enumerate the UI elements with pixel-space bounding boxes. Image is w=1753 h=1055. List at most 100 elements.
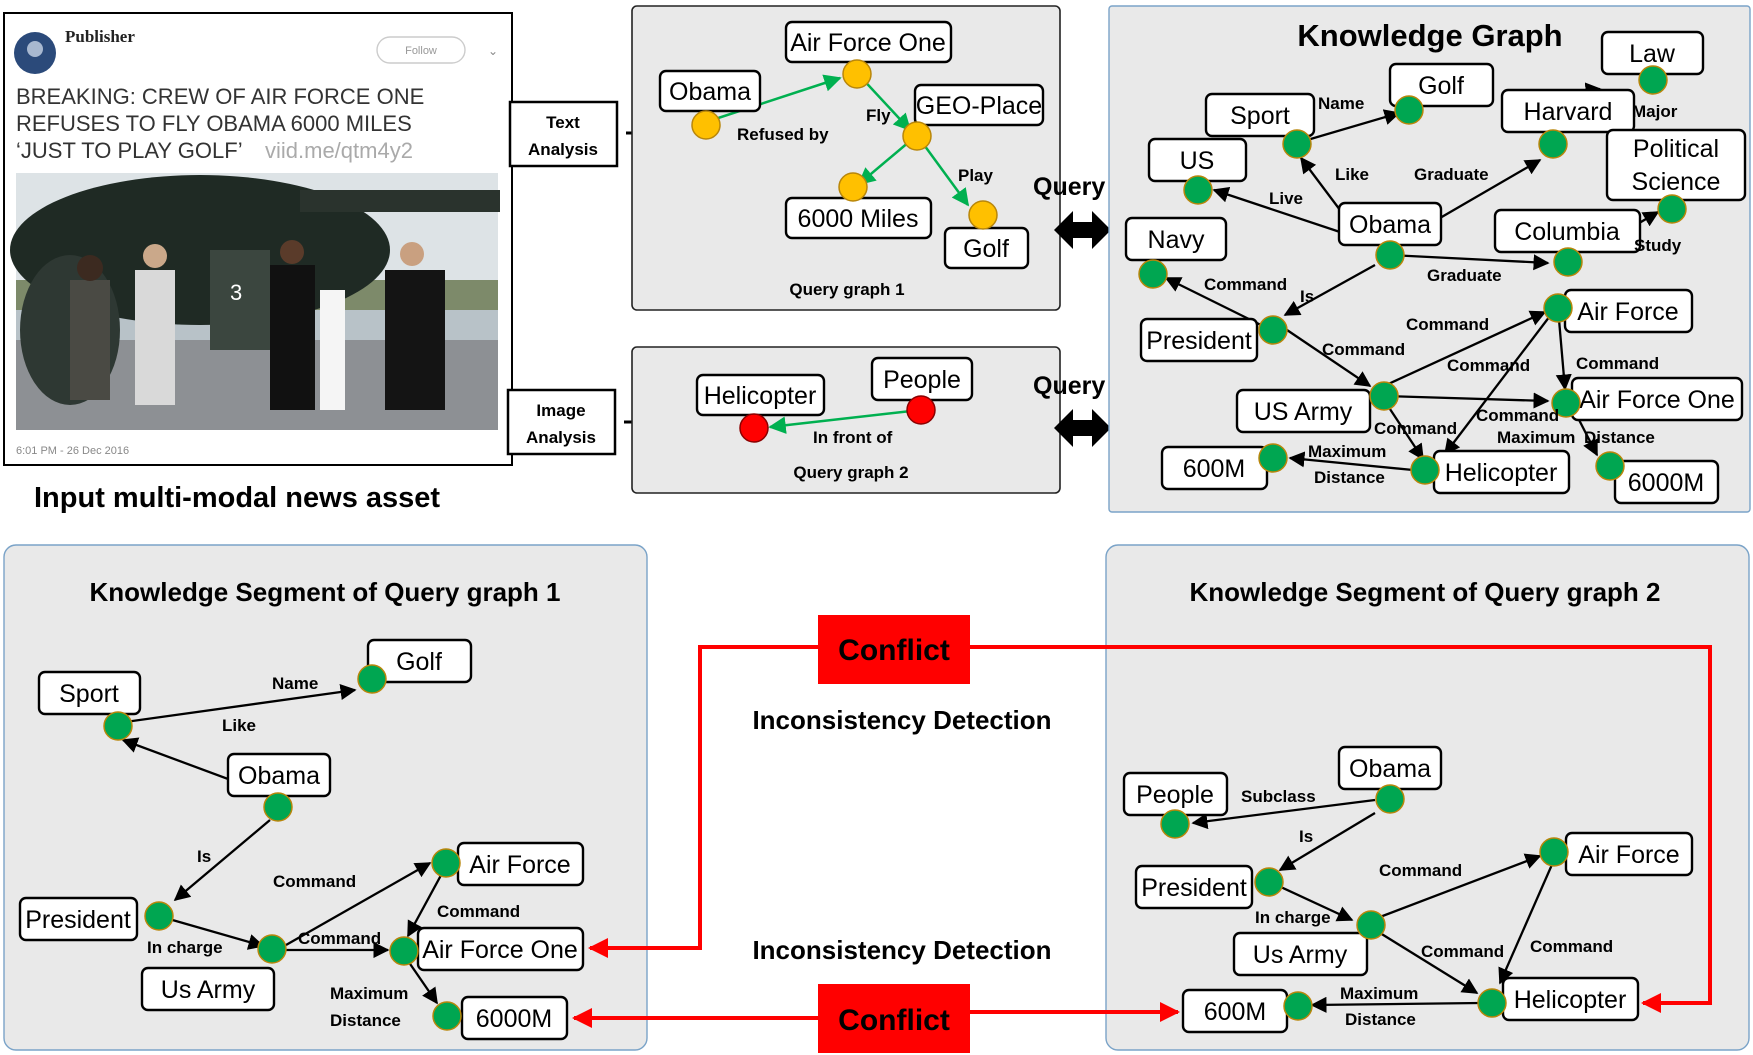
- svg-text:Golf: Golf: [963, 235, 1009, 263]
- node-kg-air-force-one: Air Force One: [1570, 376, 1744, 422]
- node-kg-sport: Sport: [1204, 92, 1316, 138]
- node-kg-600m: 600M: [1160, 445, 1269, 491]
- follow-button[interactable]: [376, 36, 466, 64]
- svg-text:Command: Command: [1374, 419, 1457, 438]
- svg-text:Obama: Obama: [1349, 211, 1431, 239]
- tweet-timestamp: 6:01 PM - 26 Dec 2016: [16, 445, 129, 457]
- svg-text:Maximum: Maximum: [1308, 442, 1386, 461]
- svg-text:Live: Live: [1269, 189, 1303, 208]
- tweet-link[interactable]: viid.me/qtm4y2: [265, 138, 413, 163]
- tweet-card: Publisher Follow ⌄ BREAKING: CREW OF AIR…: [3, 12, 513, 466]
- svg-text:Maximum: Maximum: [330, 984, 408, 1003]
- svg-text:Obama: Obama: [238, 762, 320, 790]
- chevron-down-icon[interactable]: ⌄: [488, 44, 498, 58]
- node-kg-obama: Obama: [1337, 201, 1443, 247]
- svg-text:In charge: In charge: [147, 938, 223, 957]
- svg-text:Air Force One: Air Force One: [1579, 386, 1735, 414]
- svg-text:Obama: Obama: [669, 78, 751, 106]
- svg-text:Command: Command: [1204, 275, 1287, 294]
- svg-text:Golf: Golf: [396, 648, 442, 676]
- node-seg1-golf: Golf: [366, 638, 473, 684]
- svg-text:Like: Like: [222, 716, 256, 735]
- svg-text:Name: Name: [1318, 94, 1364, 113]
- dot-helicopter: [739, 413, 769, 443]
- dots-kg: [1138, 65, 1687, 485]
- svg-text:Harvard: Harvard: [1524, 98, 1613, 126]
- svg-text:Navy: Navy: [1148, 226, 1205, 254]
- conflict-box-top: Conflict: [818, 615, 970, 684]
- node-kg-6000m: 6000M: [1613, 459, 1720, 505]
- node-seg1-us-army: Us Army: [140, 966, 276, 1012]
- dot-people: [906, 395, 936, 425]
- svg-text:Obama: Obama: [1349, 755, 1431, 783]
- knowledge-graph: Knowledge Graph Golf Law Sport Harvard U…: [1108, 5, 1751, 513]
- svg-text:Maximum: Maximum: [1497, 428, 1575, 447]
- headline-line-3: ‘JUST TO PLAY GOLF’: [16, 138, 243, 163]
- node-kg-air-force: Air Force: [1563, 288, 1694, 334]
- svg-text:6000M: 6000M: [476, 1005, 552, 1033]
- svg-text:Command: Command: [1379, 861, 1462, 880]
- node-seg2-us-army: Us Army: [1232, 931, 1369, 977]
- node-seg2-helicopter: Helicopter: [1501, 976, 1640, 1022]
- svg-text:Command: Command: [1447, 356, 1530, 375]
- knowledge-segment-2: Knowledge Segment of Query graph 2 Obama…: [1105, 544, 1750, 1051]
- edge-label-fly: Fly: [866, 106, 891, 125]
- node-obama: Obama: [658, 69, 762, 113]
- text-analysis-box: Text Analysis: [508, 100, 619, 168]
- dot-geo-place: [902, 121, 932, 151]
- svg-text:Distance: Distance: [1314, 468, 1385, 487]
- svg-text:Us Army: Us Army: [161, 976, 256, 1004]
- svg-text:Air Force One: Air Force One: [790, 29, 946, 57]
- conflict-box-bottom: Conflict: [818, 984, 970, 1053]
- svg-text:Command: Command: [1406, 315, 1489, 334]
- node-people: People: [870, 356, 974, 402]
- edge-label-in-front-of: In front of: [813, 428, 893, 447]
- node-kg-us-army: US Army: [1235, 388, 1372, 434]
- tweet-photo: 3: [10, 173, 500, 430]
- node-kg-law: Law: [1600, 30, 1705, 76]
- node-kg-golf: Golf: [1388, 62, 1495, 108]
- query-graph-1-title: Query graph 1: [789, 280, 904, 299]
- input-caption: Input multi-modal news asset: [34, 482, 440, 514]
- node-seg2-obama: Obama: [1337, 745, 1443, 791]
- svg-text:Major: Major: [1632, 102, 1678, 121]
- node-geo-place: GEO-Place: [913, 83, 1045, 127]
- svg-text:Command: Command: [273, 872, 356, 891]
- svg-text:Distance: Distance: [1345, 1010, 1416, 1029]
- svg-text:Air Force: Air Force: [469, 851, 570, 879]
- node-seg2-people: People: [1122, 771, 1229, 817]
- svg-text:US: US: [1180, 147, 1215, 175]
- svg-text:Graduate: Graduate: [1414, 165, 1489, 184]
- svg-text:600M: 600M: [1183, 455, 1246, 483]
- svg-text:Command: Command: [1530, 937, 1613, 956]
- svg-text:3: 3: [230, 280, 242, 305]
- dot-obama: [691, 110, 721, 140]
- svg-text:Analysis: Analysis: [528, 140, 598, 159]
- avatar-head-icon: [27, 41, 43, 57]
- node-seg1-sport: Sport: [37, 670, 142, 716]
- node-seg1-president: President: [18, 896, 139, 942]
- svg-text:Conflict: Conflict: [838, 634, 950, 667]
- svg-text:People: People: [1136, 781, 1214, 809]
- svg-text:Helicopter: Helicopter: [1445, 459, 1558, 487]
- svg-text:Sport: Sport: [1230, 102, 1290, 130]
- svg-text:Distance: Distance: [1584, 428, 1655, 447]
- dot-6000-miles: [838, 172, 868, 202]
- dot-air-force-one: [842, 59, 872, 89]
- svg-text:Science: Science: [1632, 168, 1721, 196]
- svg-text:Is: Is: [1300, 287, 1314, 306]
- svg-text:Golf: Golf: [1418, 72, 1464, 100]
- svg-text:600M: 600M: [1204, 998, 1267, 1026]
- svg-text:President: President: [1141, 874, 1247, 902]
- svg-text:Command: Command: [437, 902, 520, 921]
- node-kg-helicopter: Helicopter: [1432, 449, 1571, 495]
- node-seg2-600m: 600M: [1181, 988, 1289, 1034]
- svg-text:Command: Command: [1476, 406, 1559, 425]
- svg-text:Air Force: Air Force: [1578, 841, 1679, 869]
- publisher-name: Publisher: [65, 27, 135, 46]
- svg-text:Sport: Sport: [59, 680, 119, 708]
- svg-text:Helicopter: Helicopter: [704, 382, 817, 410]
- double-arrow-icon-2: [1054, 409, 1111, 447]
- node-seg1-air-force: Air Force: [456, 841, 585, 887]
